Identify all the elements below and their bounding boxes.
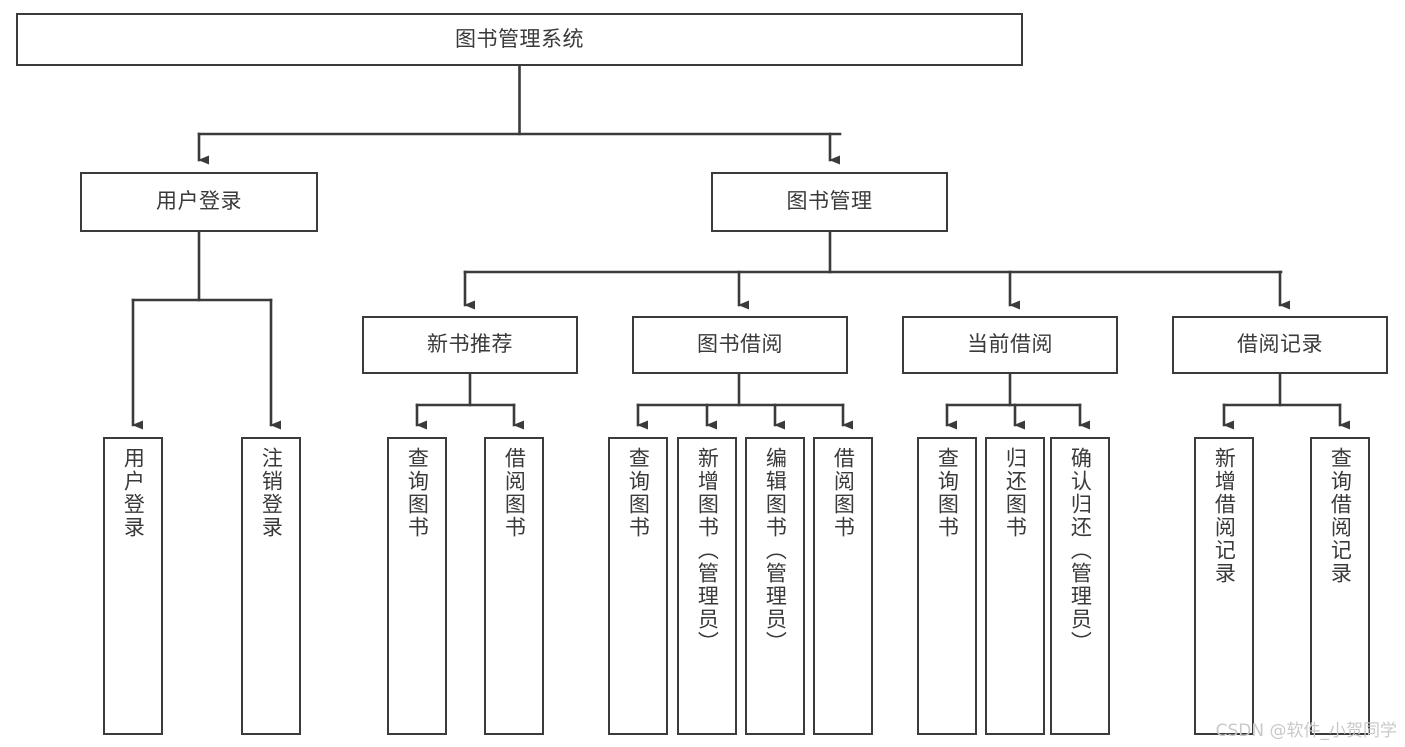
leaf-add-book-admin[interactable]: 新增图书（管理员） — [677, 437, 737, 735]
leaf-user-login[interactable]: 用户登录 — [103, 437, 163, 735]
leaf-query-books-new[interactable]: 查询图书 — [387, 437, 447, 735]
node-book-borrowing[interactable]: 图书借阅 — [632, 316, 848, 374]
node-label: 查询图书 — [405, 447, 430, 539]
leaf-logout[interactable]: 注销登录 — [241, 437, 301, 735]
leaf-borrow-books[interactable]: 借阅图书 — [813, 437, 873, 735]
leaf-query-books-borrow[interactable]: 查询图书 — [608, 437, 668, 735]
node-label: 借阅图书 — [502, 447, 527, 539]
node-label: 查询图书 — [626, 447, 651, 539]
node-label: 查询借阅记录 — [1328, 447, 1353, 585]
node-label: 用户登录 — [156, 189, 242, 214]
node-label: 编辑图书（管理员） — [763, 447, 788, 654]
node-user-login[interactable]: 用户登录 — [80, 172, 318, 232]
leaf-return-books[interactable]: 归还图书 — [985, 437, 1045, 735]
node-borrowing-records[interactable]: 借阅记录 — [1172, 316, 1388, 374]
node-label: 图书管理 — [786, 189, 873, 214]
csdn-watermark: CSDN @软件_小贺同学 — [1215, 721, 1397, 741]
node-current-borrowing[interactable]: 当前借阅 — [902, 316, 1118, 374]
node-label: 归还图书 — [1003, 447, 1028, 539]
node-label: 确认归还（管理员） — [1068, 447, 1093, 654]
node-new-book-recommendation[interactable]: 新书推荐 — [362, 316, 578, 374]
leaf-query-borrow-record[interactable]: 查询借阅记录 — [1310, 437, 1370, 735]
node-label: 借阅记录 — [1237, 332, 1323, 357]
node-label: 查询图书 — [935, 447, 960, 539]
node-label: 新增图书（管理员） — [695, 447, 720, 654]
leaf-add-borrow-record[interactable]: 新增借阅记录 — [1194, 437, 1254, 735]
leaf-query-books-current[interactable]: 查询图书 — [917, 437, 977, 735]
node-label: 新增借阅记录 — [1212, 447, 1237, 585]
leaf-borrow-books-new[interactable]: 借阅图书 — [484, 437, 544, 735]
node-label: 新书推荐 — [427, 332, 513, 357]
node-label: 注销登录 — [259, 447, 284, 539]
node-label: 图书管理系统 — [455, 26, 584, 51]
node-label: 图书借阅 — [697, 332, 783, 357]
node-label: 当前借阅 — [967, 332, 1053, 357]
node-label: 借阅图书 — [831, 447, 856, 539]
node-root-book-management-system[interactable]: 图书管理系统 — [16, 13, 1023, 66]
node-label: 用户登录 — [121, 447, 146, 539]
leaf-confirm-return-admin[interactable]: 确认归还（管理员） — [1050, 437, 1110, 735]
node-book-management[interactable]: 图书管理 — [711, 172, 948, 232]
leaf-edit-book-admin[interactable]: 编辑图书（管理员） — [745, 437, 805, 735]
